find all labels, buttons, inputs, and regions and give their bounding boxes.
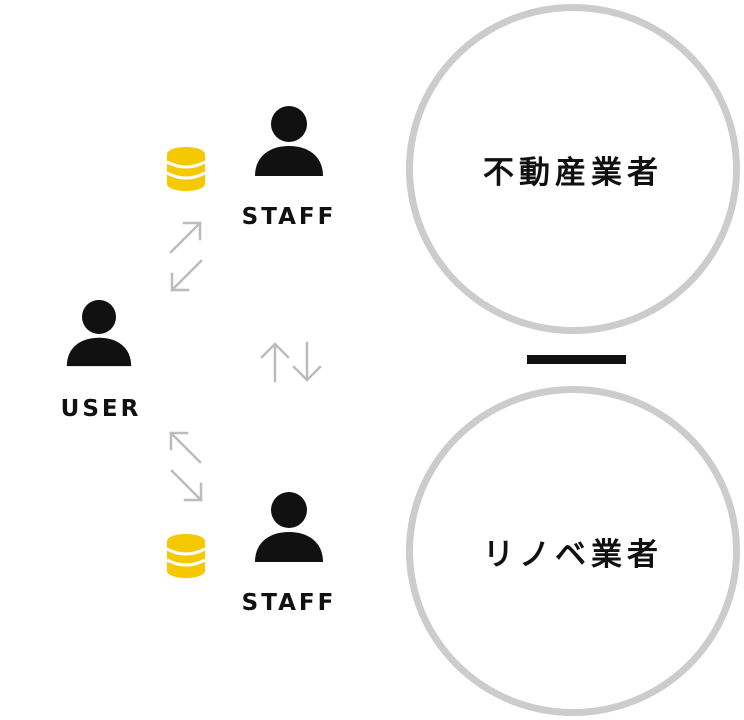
coin-stack-top-icon xyxy=(166,147,206,191)
staff-bottom-person-icon xyxy=(255,492,323,562)
renovation-company-label: リノベ業者 xyxy=(483,536,663,573)
user-person-icon xyxy=(66,299,132,367)
coin-stack-bottom-icon xyxy=(166,534,206,578)
diagonal-arrow-top-icon xyxy=(169,221,203,292)
staff-bottom-label: STAFF xyxy=(241,590,337,616)
diagonal-arrow-bottom-icon xyxy=(169,431,203,502)
staff-top-label: STAFF xyxy=(241,204,337,230)
real-estate-agent-circle: 不動産業者 xyxy=(406,4,740,334)
user-label: USER xyxy=(60,396,142,422)
renovation-company-circle: リノベ業者 xyxy=(406,386,740,716)
real-estate-agent-label: 不動産業者 xyxy=(483,154,663,191)
circle-connector-bar xyxy=(527,355,626,364)
staff-top-person-icon xyxy=(255,106,323,176)
vertical-arrow-icon xyxy=(260,341,322,383)
